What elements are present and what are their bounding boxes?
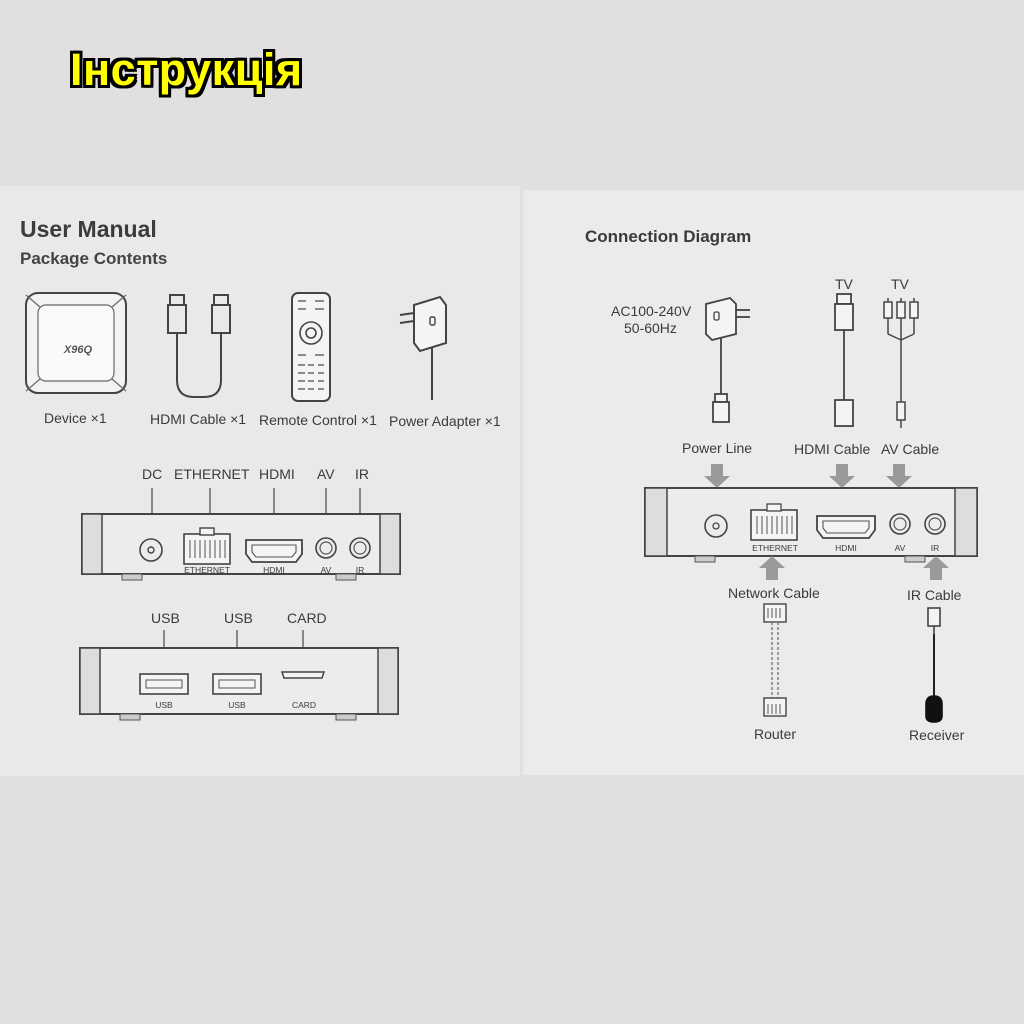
port-label-usb-2: USB bbox=[224, 610, 253, 626]
package-illustrations: X96Q bbox=[25, 292, 447, 402]
connection-diagram-title: Connection Diagram bbox=[585, 227, 752, 246]
item-label-device: Device ×1 bbox=[44, 410, 107, 426]
tv-label-hdmi: TV bbox=[835, 276, 853, 292]
item-label-hdmi-cable: HDMI Cable ×1 bbox=[150, 411, 247, 427]
frequency-label: 50-60Hz bbox=[624, 320, 677, 336]
av-cable-icon bbox=[883, 298, 919, 428]
hdmi-cable-illustration bbox=[167, 294, 231, 398]
ir-cable-icon bbox=[925, 607, 943, 723]
arrow-ir-icon bbox=[923, 556, 949, 580]
diagram-mark-hdmi: HDMI bbox=[835, 543, 857, 553]
banner-title: Інструкція bbox=[70, 44, 303, 95]
cable-label-hdmi: HDMI Cable bbox=[794, 441, 871, 457]
port-label-usb-1: USB bbox=[151, 610, 180, 626]
arrows-up bbox=[759, 556, 949, 580]
item-label-power-adapter: Power Adapter ×1 bbox=[389, 413, 501, 429]
diagram-mark-ir: IR bbox=[931, 543, 940, 553]
hdmi-cable-icon bbox=[834, 293, 854, 427]
mark-hdmi: HDMI bbox=[263, 565, 285, 575]
rear-port-panel: ETHERNET HDMI AV IR bbox=[81, 488, 401, 581]
arrow-network-icon bbox=[759, 556, 785, 580]
diagram-device: ETHERNET HDMI AV IR bbox=[644, 487, 978, 563]
upper-cables bbox=[705, 293, 919, 428]
cable-label-av: AV Cable bbox=[881, 441, 940, 457]
lower-cables bbox=[763, 603, 943, 723]
arrows-down bbox=[704, 464, 912, 488]
remote-illustration bbox=[291, 292, 331, 402]
mark-usb-1: USB bbox=[155, 700, 173, 710]
mark-ir: IR bbox=[356, 565, 365, 575]
port-label-dc: DC bbox=[142, 466, 163, 482]
device-logo: X96Q bbox=[63, 344, 93, 356]
package-contents-heading: Package Contents bbox=[20, 249, 168, 268]
manual-title: User Manual bbox=[20, 216, 157, 242]
port-label-hdmi: HDMI bbox=[259, 466, 295, 482]
device-illustration: X96Q bbox=[25, 292, 127, 394]
arrow-av-icon bbox=[886, 464, 912, 488]
diagram-mark-ethernet: ETHERNET bbox=[752, 543, 798, 553]
cable-label-power-line: Power Line bbox=[682, 440, 753, 456]
voltage-label: AC100-240V bbox=[611, 303, 692, 319]
power-adapter-illustration bbox=[399, 295, 447, 400]
endpoint-receiver: Receiver bbox=[909, 727, 965, 743]
port-label-ethernet: ETHERNET bbox=[174, 466, 250, 482]
manual-sheet-right bbox=[523, 190, 1024, 775]
mark-av: AV bbox=[321, 565, 332, 575]
port-label-card: CARD bbox=[287, 610, 327, 626]
diagram-mark-av: AV bbox=[895, 543, 906, 553]
port-label-ir: IR bbox=[355, 466, 369, 482]
cable-label-ir: IR Cable bbox=[907, 587, 962, 603]
mark-usb-2: USB bbox=[228, 700, 246, 710]
item-label-remote: Remote Control ×1 bbox=[259, 412, 377, 428]
cable-label-network: Network Cable bbox=[728, 585, 820, 601]
mark-card: CARD bbox=[292, 700, 316, 710]
port-label-av: AV bbox=[317, 466, 335, 482]
tv-label-av: TV bbox=[891, 276, 909, 292]
arrow-power-icon bbox=[704, 464, 730, 488]
mark-ethernet: ETHERNET bbox=[184, 565, 230, 575]
power-plug-icon bbox=[705, 297, 750, 423]
arrow-hdmi-icon bbox=[829, 464, 855, 488]
side-port-panel: USB USB CARD bbox=[79, 630, 399, 721]
endpoint-router: Router bbox=[754, 726, 797, 742]
network-cable-icon bbox=[763, 603, 787, 717]
